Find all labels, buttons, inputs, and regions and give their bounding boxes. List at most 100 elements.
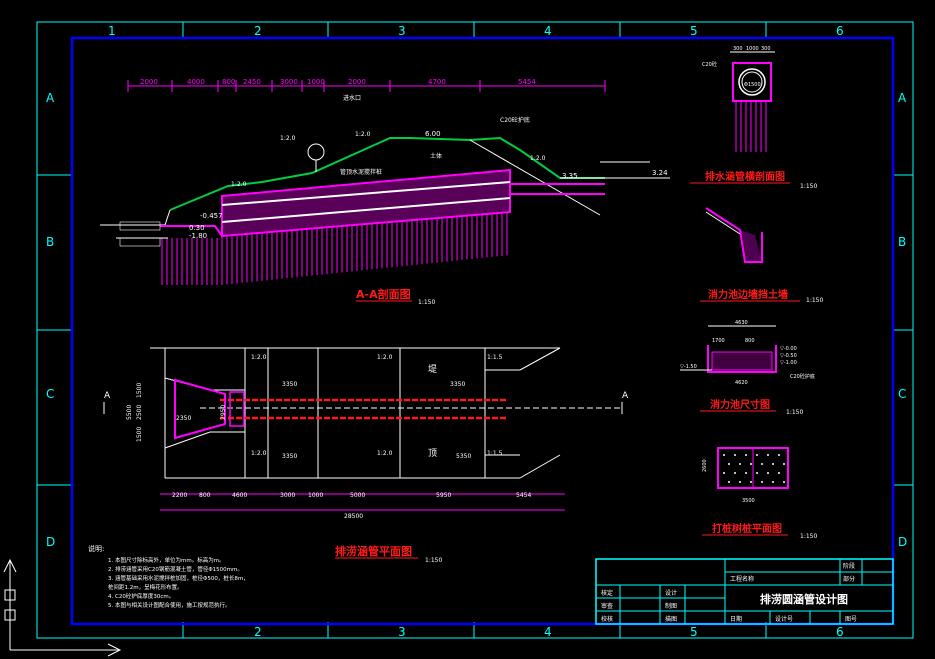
grid-row-b-right: B [898, 235, 906, 249]
basin-dim-0: 1700 [712, 338, 725, 344]
plan-dim-4: 1000 [308, 492, 323, 499]
tb-role-left-1: 审查 [601, 602, 613, 610]
plan-dim-left-mid: 2950 [220, 405, 227, 420]
level-small-2: -1.80 [189, 232, 207, 240]
tb-role-left-0: 核定 [601, 589, 613, 597]
pile-dot [778, 454, 780, 456]
pile-dim-h: 2600 [702, 459, 708, 472]
pile-title: 打桩树桩平面图 [712, 522, 782, 535]
plan-dim-total: 28500 [344, 513, 363, 520]
note-line-5: 5. 本图与相关设计图配合使用，施工按规范执行。 [108, 601, 231, 609]
label-c20: C20砼护底 [500, 116, 530, 124]
basin-left-level: ▽-1.50 [680, 364, 697, 370]
plan-scale: 1:150 [425, 557, 442, 564]
plan-side-1: 2500 [136, 405, 143, 420]
slope-mid: 1:2.0 [355, 131, 371, 138]
grid-col-1: 1 [108, 24, 116, 38]
dim-top-3: 2450 [243, 78, 261, 86]
plan-dim-7: 5454 [516, 492, 531, 499]
pile-dot [734, 454, 736, 456]
culvert-dim-0: 300 [733, 46, 743, 52]
dim-top-7: 4700 [428, 78, 446, 86]
detail-basin: 4630 ▽-0.00 ▽-0.50 ▽-1.00 ▽-1.50 1700 80… [680, 320, 815, 416]
tb-role-left-2: 校核 [601, 615, 613, 623]
culvert-dia: Φ1500 [744, 82, 761, 88]
pile-dot [750, 481, 752, 483]
dim-top-4: 3000 [280, 78, 298, 86]
plan-dim-0: 2200 [172, 492, 187, 499]
plan-dim-6: 5950 [436, 492, 451, 499]
basin-dim-1: 800 [745, 338, 755, 344]
tb-design-no: 设计号 [775, 615, 793, 623]
pile-dim-w: 3500 [742, 498, 755, 504]
pile-dot [739, 463, 741, 465]
level-right: 3.24 [652, 169, 668, 177]
dim-top-1: 4000 [187, 78, 205, 86]
dim-top-6: 2000 [348, 78, 366, 86]
pile-dot [723, 454, 725, 456]
detail-wall: 消力池边墙挡土墙 1:150 [700, 207, 823, 304]
wall-scale: 1:150 [806, 297, 823, 304]
plan-slope-d: 1:1.5 [487, 450, 503, 457]
grid-col-2-bottom: 2 [254, 625, 262, 639]
grid-col-5-bottom: 5 [690, 625, 698, 639]
tree-icon [307, 143, 325, 172]
grid-row-labels: A B C D A B C D [46, 91, 907, 549]
pile-dot [723, 472, 725, 474]
pile-dot [728, 463, 730, 465]
grid-col-4-bottom: 4 [544, 625, 552, 639]
plan-dim-3: 3000 [280, 492, 295, 499]
note-line-1: 2. 排涝涵管采用C20钢筋混凝土管，管径Φ1500mm。 [108, 565, 243, 573]
slope-right: 1:2.0 [530, 155, 546, 162]
plan-slope-c: 1:1.5 [487, 354, 503, 361]
grid-row-c: C [46, 387, 54, 401]
pile-dot [767, 472, 769, 474]
basin-level-1: ▽-0.50 [780, 353, 797, 359]
plan-char-top: 堤 [428, 364, 437, 375]
basin-level-0: ▽-0.00 [780, 346, 797, 352]
basin-top-dim: 4630 [735, 320, 748, 326]
plan-area-left: 2350 [176, 415, 191, 422]
culvert-scale: 1:150 [800, 183, 817, 190]
grid-col-3: 3 [398, 24, 406, 38]
dim-top-2: 800 [222, 78, 235, 86]
note-line-0: 1. 本图尺寸除标高外，单位为mm。标高为m。 [108, 556, 225, 564]
pile-dot [739, 481, 741, 483]
pile-rows [161, 212, 508, 285]
label-pipe: 管顶水泥搅拌桩 [340, 168, 382, 176]
plan-slope-a: 1:2.0 [251, 354, 267, 361]
plan-slope-f: 1:2.0 [377, 450, 393, 457]
pile-dot [756, 454, 758, 456]
section-aa: 2000 4000 800 2450 3000 1000 2000 4700 5… [100, 78, 670, 306]
pile-dot [761, 463, 763, 465]
plan-arrow-right: A [622, 391, 629, 401]
plan-dim-2: 4600 [232, 492, 247, 499]
grid-col-2: 2 [254, 24, 262, 38]
tb-drawing-no: 图号 [845, 616, 857, 623]
plan-area-mid-2: 3350 [282, 453, 297, 460]
title-block: 工程名称 阶段 部分 核定 审查 校核 设计 制图 描图 日期 设计号 图号 排… [595, 558, 894, 625]
pile-dot [750, 463, 752, 465]
wall-title: 消力池边墙挡土墙 [708, 288, 788, 301]
section-aa-scale: 1:150 [418, 299, 435, 306]
plan-area-mid: 3350 [282, 381, 297, 388]
pile-dot [778, 472, 780, 474]
grid-column-labels: 1 2 3 4 5 6 2 3 4 5 6 [108, 24, 844, 639]
grid-row-a-right: A [898, 91, 907, 105]
plan-char-bottom: 顶 [428, 448, 437, 459]
grid-row-a: A [46, 91, 55, 105]
tb-role-mid-0: 设计 [665, 589, 677, 597]
pile-dot [783, 463, 785, 465]
pile-dot [728, 481, 730, 483]
plan-side-0: 1500 [136, 383, 143, 398]
pile-scale: 1:150 [800, 533, 817, 540]
grid-row-d-right: D [898, 535, 907, 549]
section-aa-title: A-A剖面图 [356, 287, 411, 301]
grid-row-c-right: C [898, 387, 906, 401]
ucs-icon [3, 558, 122, 657]
grid-row-d: D [46, 535, 55, 549]
pile-dot [745, 472, 747, 474]
slope-left-2: 1:2.0 [231, 181, 247, 188]
slope-left: 1:2.0 [280, 135, 296, 142]
